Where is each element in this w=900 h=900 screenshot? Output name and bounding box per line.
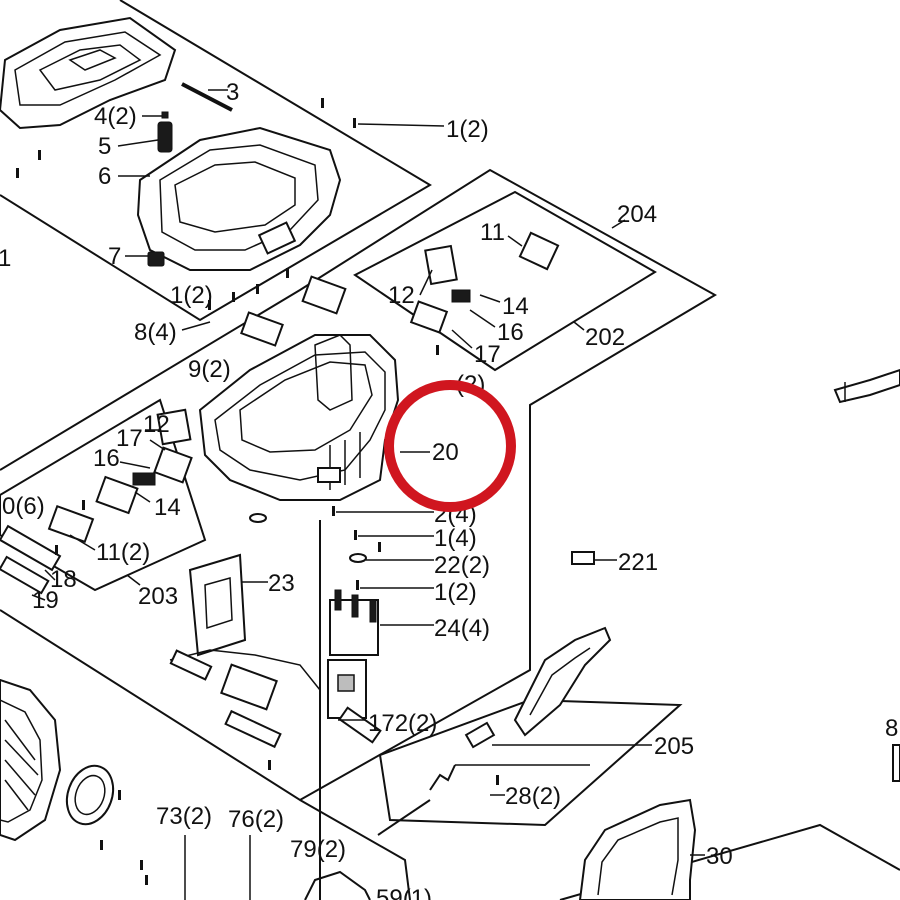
part-16-spring	[451, 289, 471, 303]
label-14-left: 14	[154, 494, 181, 521]
part-221-connector	[571, 551, 595, 565]
fan-wheel-part	[0, 678, 62, 842]
main-body-part-20	[198, 334, 400, 501]
part-7-clip	[147, 251, 165, 267]
washer-part	[249, 513, 267, 523]
part-203-clip-2	[47, 504, 95, 544]
label-6: 6	[98, 163, 111, 190]
label-7: 7	[108, 243, 121, 270]
label-1-2-top: 1(2)	[446, 116, 489, 143]
part-203-spring	[132, 472, 156, 486]
label-20: 20	[432, 439, 459, 466]
label-19: 19	[32, 587, 59, 614]
label-5: 5	[98, 133, 111, 160]
label-1-2-low: 1(2)	[434, 579, 477, 606]
label-12-top: 12	[388, 282, 415, 309]
label-3: 3	[226, 79, 239, 106]
part-11-clip	[518, 231, 560, 271]
label-8-right: 8	[885, 715, 898, 742]
part-9-bracket	[240, 311, 284, 347]
part-5-clip	[157, 121, 173, 153]
callout-labels: 3 4(2) 5 6 7 1(2) 1(2) 8(4) 9(2) 204 11 …	[0, 79, 898, 900]
label-11-top: 11	[480, 219, 505, 246]
label-76-2: 76(2)	[228, 806, 284, 833]
bottom-center-outline-2	[299, 799, 411, 900]
cable-part-79	[304, 870, 371, 900]
rod-part-3	[181, 82, 233, 112]
label-1-2-mid: 1(2)	[170, 282, 213, 309]
label-8-4: 8(4)	[134, 319, 177, 346]
label-9-2: 9(2)	[188, 356, 231, 383]
main-group-outline	[0, 168, 718, 802]
label-23: 23	[268, 570, 295, 597]
label-79-2: 79(2)	[290, 836, 346, 863]
label-172-2: 172(2)	[368, 710, 437, 737]
label-30: 30	[706, 843, 733, 870]
part-19-rail	[0, 555, 50, 595]
part-4-screw	[161, 111, 169, 119]
screws	[16, 98, 499, 885]
label-11-2: 11(2)	[96, 539, 150, 566]
highlight-circle	[384, 380, 516, 512]
part-203-clip	[95, 475, 139, 515]
label-1-edge: 1	[0, 245, 11, 272]
right-edge-part	[833, 368, 900, 404]
label-4-2: 4(2)	[94, 103, 137, 130]
label-24-4: 24(4)	[434, 615, 490, 642]
label-16-left: 16	[93, 445, 120, 472]
part-12-switch	[424, 244, 458, 286]
top-cover-part	[0, 16, 177, 130]
part-30-frame	[578, 798, 697, 900]
part-23-board	[169, 553, 321, 749]
label-28-2: 28(2)	[505, 783, 561, 810]
label-12-left: 12	[143, 411, 170, 438]
part-top-block	[301, 275, 347, 315]
part-205-handle	[377, 626, 612, 836]
label-1-4: 1(4)	[434, 525, 477, 552]
label-202: 202	[585, 324, 625, 351]
part-203-switch	[156, 408, 192, 446]
part-203-block	[153, 446, 193, 484]
label-14-top: 14	[502, 293, 529, 320]
label-16-top: 16	[497, 319, 524, 346]
ring-part	[65, 764, 115, 826]
label-73-2: 73(2)	[156, 803, 212, 830]
label-22-2: 22(2)	[434, 552, 490, 579]
label-0-6: 0(6)	[2, 493, 45, 520]
part-17-block	[409, 300, 449, 334]
washer-part-22	[349, 553, 367, 563]
group-205-outline	[378, 698, 683, 827]
group-203-outline	[0, 398, 207, 592]
label-17-left: 17	[116, 425, 143, 452]
label-203: 203	[138, 583, 178, 610]
leader-lines	[31, 89, 846, 900]
upper-group-outline	[0, 0, 432, 322]
label-205: 205	[654, 733, 694, 760]
right-edge-part-2	[892, 744, 900, 782]
label-18: 18	[50, 566, 77, 593]
label-59-1: 59(1)	[376, 885, 432, 900]
part-24-pcb	[327, 589, 382, 744]
label-17-top: 17	[474, 341, 501, 368]
label-221: 221	[618, 549, 658, 576]
label-204: 204	[617, 201, 657, 228]
part-18-rail	[0, 524, 62, 572]
group-204-outline	[353, 190, 657, 372]
tray-part-6	[136, 126, 342, 271]
